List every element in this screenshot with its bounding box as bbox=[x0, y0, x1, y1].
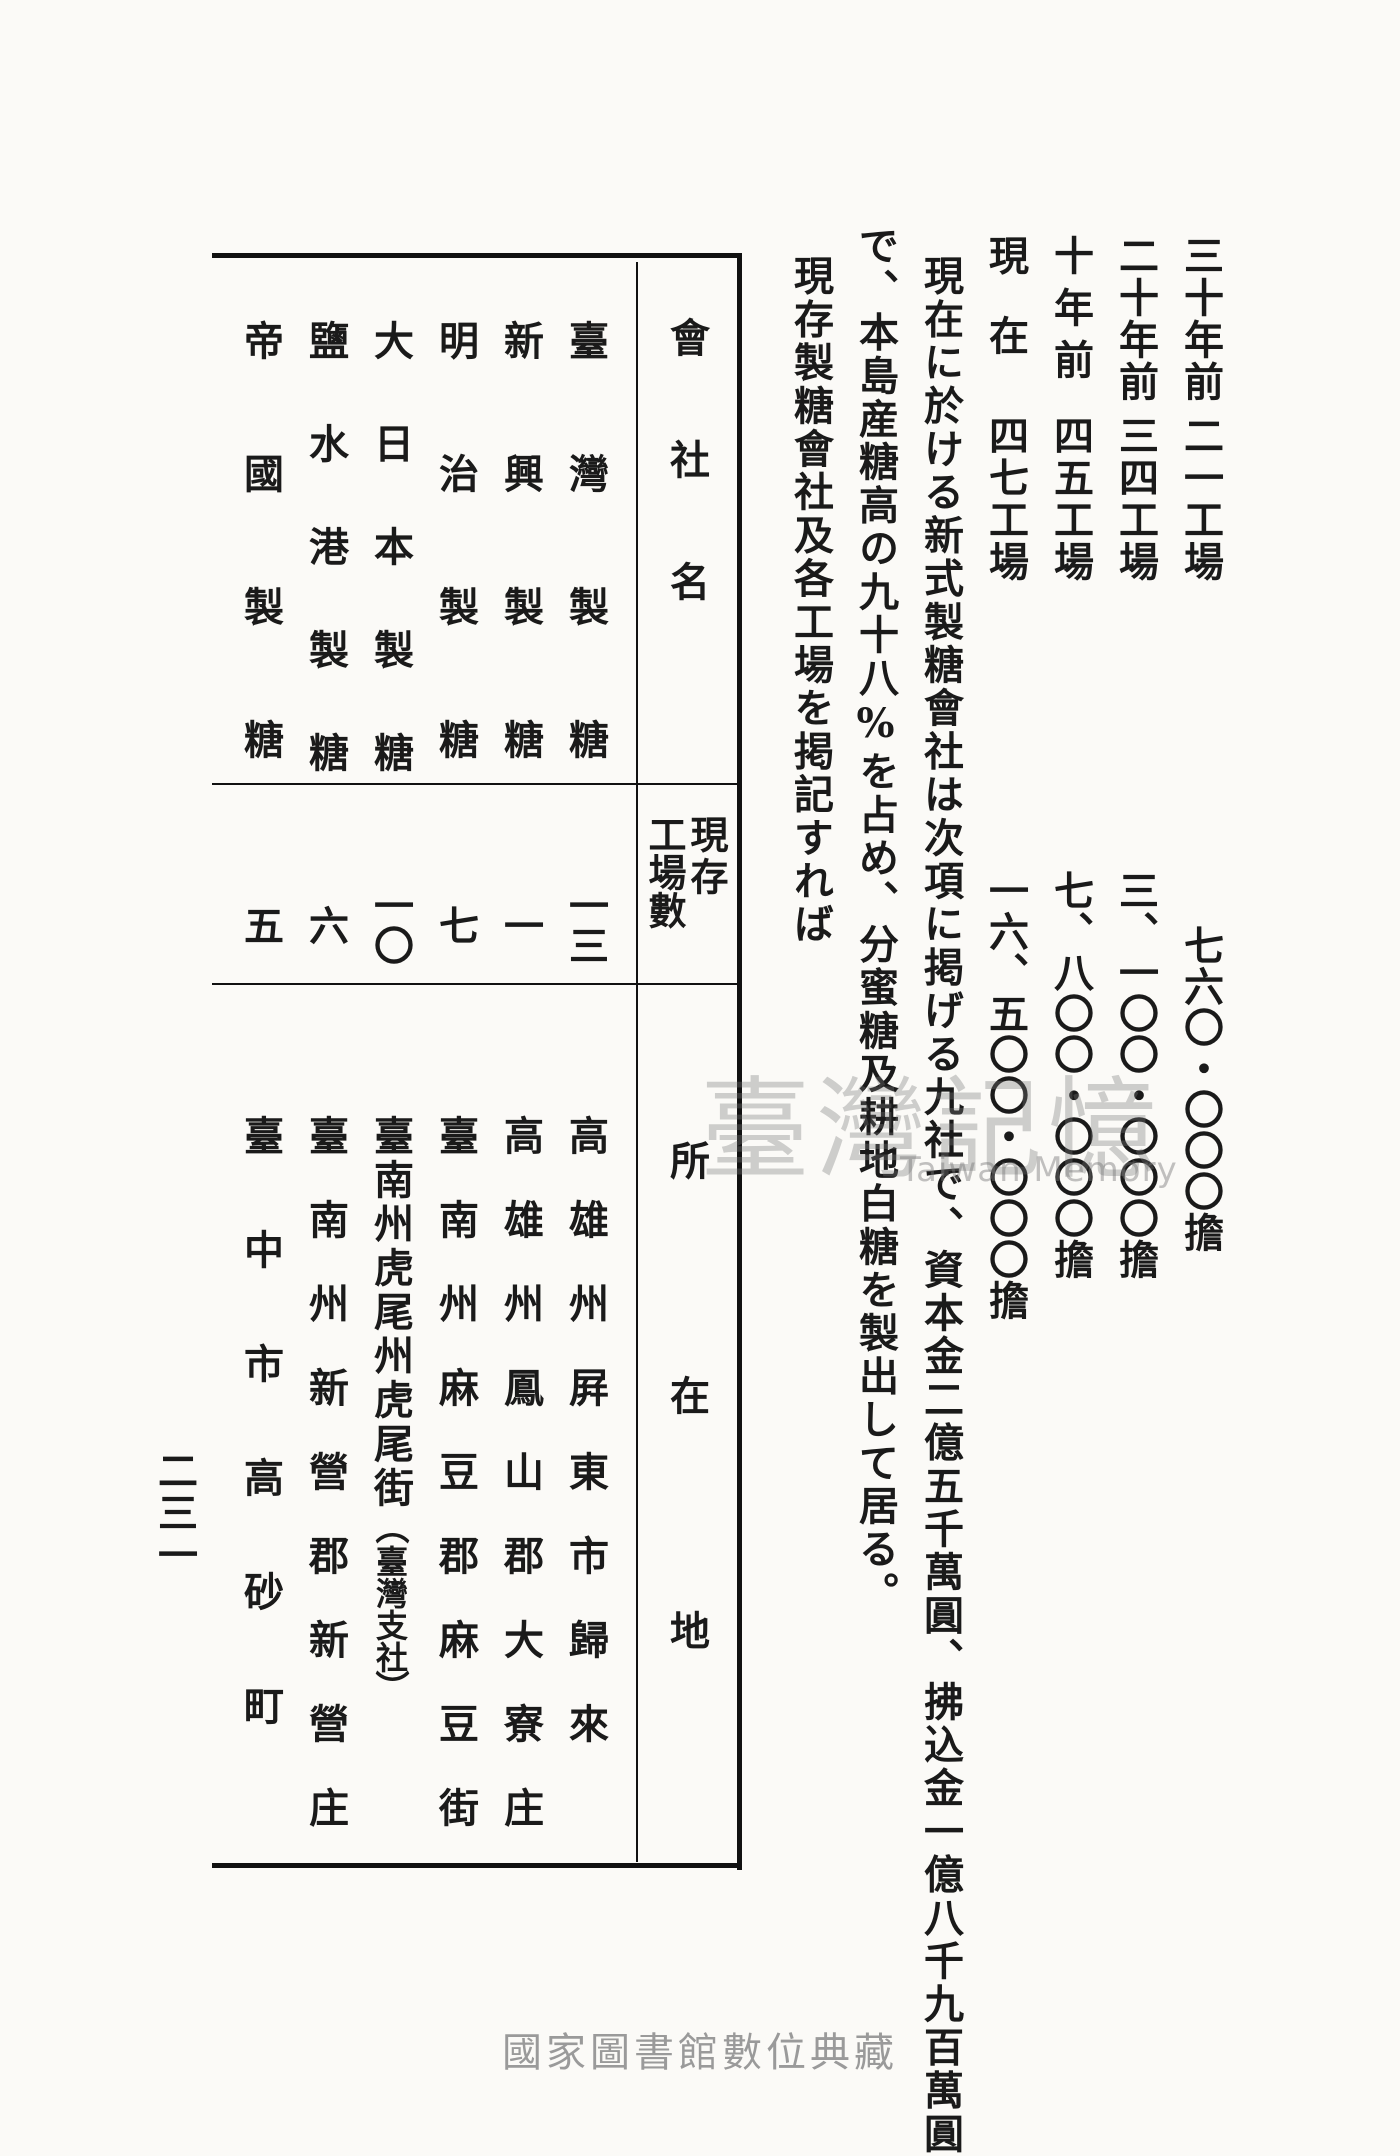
location: 臺南州虎尾州虎尾街 bbox=[367, 1115, 414, 1511]
company-name: 新興製糖 bbox=[497, 320, 544, 852]
stat-label: 現在 bbox=[982, 235, 1029, 395]
header-location: 所在地 bbox=[663, 1140, 710, 1845]
company-name: 臺灣製糖 bbox=[562, 320, 609, 852]
stat-label: 十年前 bbox=[1047, 235, 1094, 391]
header-company-text: 會社名 bbox=[663, 317, 710, 683]
stat-factory-count: 二一工場 bbox=[1177, 415, 1224, 583]
header-factories-top: 現存 bbox=[684, 815, 729, 899]
location-note: 臺灣支社 bbox=[371, 1545, 409, 1673]
watermark-subtitle: Taiwan Memory bbox=[900, 1150, 1178, 1190]
stat-label: 二十年前 bbox=[1112, 235, 1159, 403]
watermark-logo: 臺灣記憶 bbox=[700, 1066, 1164, 1194]
factory-count: 一〇 bbox=[367, 885, 414, 965]
header-factories: 現存 工場數 bbox=[642, 815, 729, 929]
stat-factory-count: 四五工場 bbox=[1047, 415, 1094, 583]
stat-value: 三、一〇〇・〇〇〇擔 bbox=[1112, 870, 1159, 1280]
location: 高雄州屛東市歸來 bbox=[562, 1115, 609, 1787]
table-col-divider bbox=[212, 983, 737, 985]
location-note-paren-open: （ bbox=[369, 1510, 409, 1544]
table-col-divider bbox=[212, 783, 737, 785]
library-footer: 國家圖書館數位典藏 bbox=[502, 2030, 898, 2076]
page-number: 二三一 bbox=[151, 1450, 198, 1576]
stat-factory-count: 三四工場 bbox=[1112, 415, 1159, 583]
factory-count: 五 bbox=[237, 905, 284, 945]
location: 臺南州麻豆郡麻豆街 bbox=[432, 1115, 479, 1871]
location: 臺南州新營郡新營庄 bbox=[302, 1115, 349, 1871]
table-border-bottom bbox=[212, 1863, 742, 1868]
stat-value: 七、八〇〇・〇〇〇擔 bbox=[1047, 870, 1094, 1280]
stat-factory-count: 四七工場 bbox=[982, 415, 1029, 583]
factory-count: 七 bbox=[432, 905, 479, 945]
company-name: 帝國製糖 bbox=[237, 320, 284, 852]
factory-count: 六 bbox=[302, 905, 349, 945]
paragraph-line: 現存製糖會社及各工場を掲記すれば bbox=[787, 255, 834, 947]
paragraph-line: 現在に於ける新式製糖會社は次項に掲げる九社で、資本金二億五千萬圓、拂込金一億八千… bbox=[917, 255, 964, 2156]
header-company: 會社名 bbox=[663, 317, 710, 683]
table-border-right bbox=[737, 255, 742, 1870]
stat-value: 七六〇・〇〇〇擔 bbox=[1177, 925, 1224, 1253]
location: 高雄州鳳山郡大寮庄 bbox=[497, 1115, 544, 1871]
header-factories-bottom: 工場數 bbox=[642, 815, 687, 929]
company-name: 大日本製糖 bbox=[367, 320, 414, 835]
company-name: 明治製糖 bbox=[432, 320, 479, 852]
location-note-paren-close: ） bbox=[369, 1670, 409, 1704]
factory-count: 一 bbox=[497, 905, 544, 945]
factory-count: 一三 bbox=[562, 885, 609, 965]
document-page: 三十年前 二一工場 七六〇・〇〇〇擔 二十年前 三四工場 三、一〇〇・〇〇〇擔 … bbox=[151, 225, 1224, 2156]
stat-value: 一六、五〇〇・〇〇〇擔 bbox=[982, 870, 1029, 1321]
table-header-divider bbox=[636, 262, 638, 1862]
table-border-top bbox=[212, 253, 742, 258]
location: 臺中市高砂町 bbox=[237, 1115, 284, 1799]
stat-label: 三十年前 bbox=[1177, 235, 1224, 403]
paragraph-line: で、本島産糖高の九十八%を占め、分蜜糖及耕地白糖を製出して居る。 bbox=[852, 225, 899, 1615]
company-name: 鹽水港製糖 bbox=[302, 320, 349, 835]
